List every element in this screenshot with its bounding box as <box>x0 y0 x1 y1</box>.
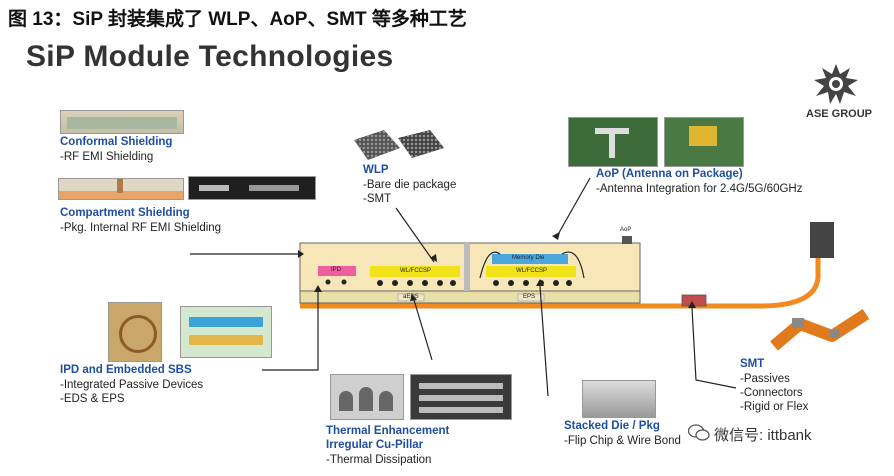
aop-photo-1 <box>568 117 658 167</box>
smt-line-1: -Passives <box>740 373 790 385</box>
slide-title: SiP Module Technologies <box>26 40 394 73</box>
arrow-smt <box>691 307 737 389</box>
compartment-xray-image <box>188 176 316 200</box>
ipd-line-2: -EDS & EPS <box>60 393 125 405</box>
aop-antenna <box>622 236 632 244</box>
arrow-aop <box>555 177 591 239</box>
cu-pillar-photo <box>330 374 404 420</box>
ipd-line-1: -Integrated Passive Devices <box>60 379 204 391</box>
eps-block <box>517 293 545 302</box>
stacked-title: Stacked Die / Pkg <box>564 420 660 432</box>
diagram-label-aop: AoP <box>620 227 632 233</box>
conformal-shielding-image <box>60 110 184 134</box>
smt-line-2: -Connectors <box>740 387 803 399</box>
wire-bond-left <box>479 251 501 279</box>
diagram-label-ipd: IPD <box>331 267 342 273</box>
arrow-ipd <box>262 292 319 371</box>
diagram-label-wlfccsp-2: WL/FCCSP <box>516 268 548 274</box>
ipd-title: IPD and Embedded SBS <box>60 364 192 376</box>
wlp-line-1: -Bare die package <box>363 179 457 191</box>
flex-board <box>300 258 821 309</box>
ase-logo-icon <box>810 62 862 106</box>
thermal-title-2: Irregular Cu-Pillar <box>326 439 424 451</box>
diagram-label-wlfccsp-1: WL/FCCSP <box>400 268 432 274</box>
arrow-wlp <box>395 207 435 263</box>
wechat-icon <box>687 424 710 442</box>
diagram-label-eds: aEDS <box>403 294 419 300</box>
ipd-photo <box>108 302 162 362</box>
arrow-stacked <box>539 285 549 397</box>
conformal-line-1: -RF EMI Shielding <box>60 151 154 163</box>
conformal-title: Conformal Shielding <box>60 136 173 148</box>
wire-bond-right <box>561 251 585 279</box>
aop-title: AoP (Antenna on Package) <box>596 168 743 180</box>
aop-photo-2 <box>664 117 744 167</box>
compartment-title: Compartment Shielding <box>60 207 190 219</box>
ipd-block <box>318 266 356 276</box>
smt-passive <box>681 294 707 307</box>
sbs-photo <box>180 306 272 358</box>
thermal-line-1: -Thermal Dissipation <box>326 454 432 466</box>
watermark-text: 微信号: ittbank <box>714 427 812 444</box>
wlp-chips-image <box>350 126 448 166</box>
wlfccsp-chip-2 <box>486 266 576 277</box>
diagram-label-memory-die: Memory Die <box>512 255 545 261</box>
figure-title: 图 13：SiP 封装集成了 WLP、AoP、SMT 等多种工艺 <box>8 9 467 30</box>
smt-title: SMT <box>740 358 765 370</box>
smt-line-3: -Rigid or Flex <box>740 401 809 413</box>
thermal-xray-photo <box>410 374 512 420</box>
compartment-line-1: -Pkg. Internal RF EMI Shielding <box>60 222 222 234</box>
smt-flex-photo <box>770 306 874 356</box>
substrate <box>299 290 641 304</box>
flex-connector <box>810 222 834 258</box>
memory-die <box>492 254 568 264</box>
wlfccsp-chip-1 <box>370 266 460 277</box>
stacked-line-1: -Flip Chip & Wire Bond <box>564 435 681 447</box>
compartment-wall <box>464 243 470 291</box>
wlp-title: WLP <box>363 164 389 176</box>
stacked-die-photo <box>582 380 656 418</box>
thermal-title-1: Thermal Enhancement <box>326 425 450 437</box>
wlp-line-2: -SMT <box>363 193 392 205</box>
diagram-label-eps: EPS <box>523 294 536 300</box>
aop-line-1: -Antenna Integration for 2.4G/5G/60GHz <box>596 183 803 195</box>
compartment-shielding-image <box>58 178 184 200</box>
logo-text: ASE GROUP <box>806 108 873 120</box>
arrow-thermal <box>413 299 433 361</box>
